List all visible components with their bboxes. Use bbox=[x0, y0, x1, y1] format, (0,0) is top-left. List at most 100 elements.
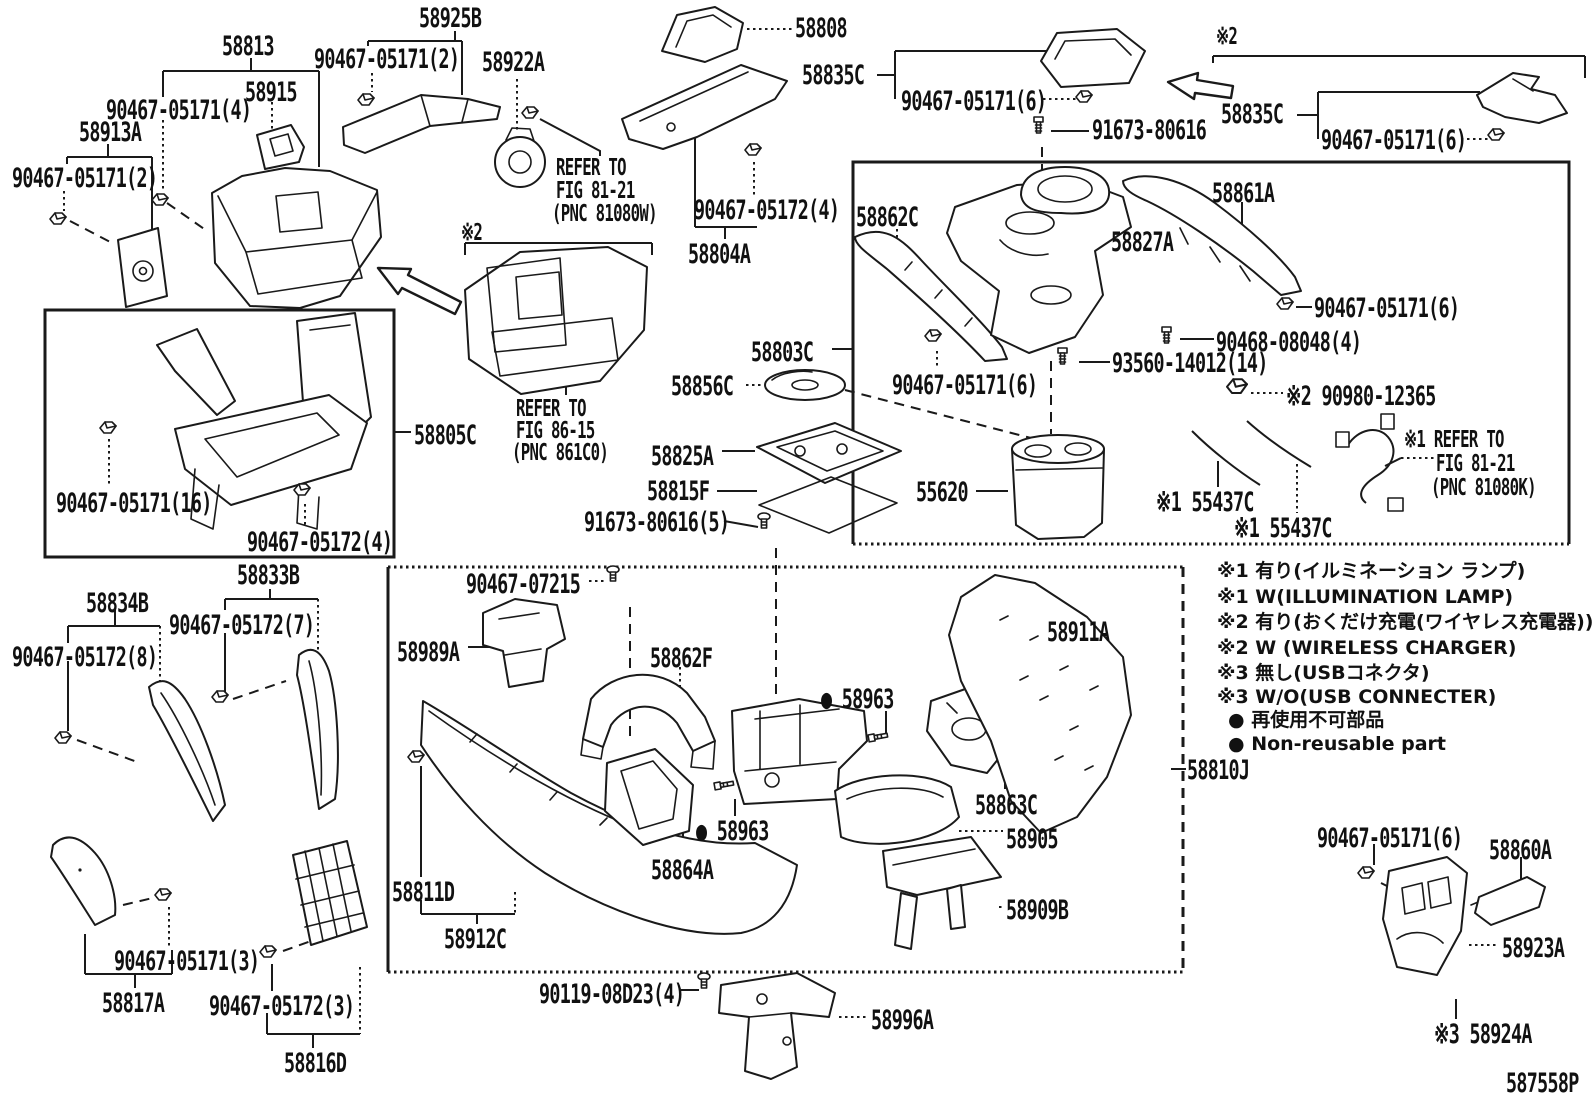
label-58905: 58905 bbox=[1006, 824, 1059, 855]
sketch-58925B bbox=[342, 94, 501, 154]
sketch-58923A bbox=[1382, 856, 1468, 976]
sketch-58808 bbox=[661, 6, 744, 63]
label-58861A: 58861A bbox=[1212, 178, 1275, 209]
label-90467-05172-4-a: 90467-05172(4) bbox=[694, 195, 840, 226]
label-93560-14012-14: 93560-14012(14) bbox=[1112, 348, 1268, 379]
label-58835C-b: 58835C bbox=[1221, 99, 1284, 130]
label-58915: 58915 bbox=[245, 77, 298, 108]
label-refer-81080k-1: ※1 REFER TO bbox=[1404, 427, 1504, 453]
label-refer-861c0-2: FIG 86-15 bbox=[516, 418, 595, 444]
label-55437C-b: ※1 55437C bbox=[1234, 513, 1332, 544]
sketch-58834B bbox=[148, 680, 226, 822]
label-58804A: 58804A bbox=[688, 239, 751, 270]
label-58924A: ※3 58924A bbox=[1434, 1019, 1532, 1050]
sketch-58864A bbox=[604, 748, 694, 846]
label-refer-861c0-3: (PNC 861C0) bbox=[512, 440, 609, 466]
label-58815F: 58815F bbox=[647, 476, 710, 507]
sketch-58862C bbox=[854, 230, 1008, 362]
sketch-58810-core bbox=[731, 698, 868, 805]
label-58835C-a: 58835C bbox=[802, 60, 865, 91]
label-58833B: 58833B bbox=[237, 560, 300, 591]
label-58862F: 58862F bbox=[650, 643, 713, 674]
sketch-58817A bbox=[50, 836, 117, 926]
label-refer-81080w-1: REFER TO bbox=[556, 155, 627, 181]
sketch-58862F bbox=[580, 673, 716, 770]
label-58996A: 58996A bbox=[871, 1005, 934, 1036]
label-58856C: 58856C bbox=[671, 371, 734, 402]
label-58816D: 58816D bbox=[284, 1048, 347, 1079]
label-58963-b: ● 58963 bbox=[696, 816, 769, 847]
label-90467-05172-8: 90467-05172(8) bbox=[12, 642, 158, 673]
label-kome2-console: ※2 bbox=[461, 220, 483, 246]
label-58825A: 58825A bbox=[651, 441, 714, 472]
sketch-58905 bbox=[834, 774, 960, 845]
label-58808: 58808 bbox=[795, 13, 848, 44]
label-90468-08048-4: 90468-08048(4) bbox=[1216, 327, 1362, 358]
direction-arrow-left bbox=[376, 266, 463, 316]
label-58834B: 58834B bbox=[86, 588, 149, 619]
legend-line-4: ※2 W (WIRELESS CHARGER) bbox=[1217, 637, 1517, 659]
label-refer-81080k-3: (PNC 81080K) bbox=[1431, 475, 1537, 501]
label-91673-80616-5: 91673-80616(5) bbox=[584, 507, 730, 538]
label-58922A: 58922A bbox=[482, 47, 545, 78]
label-90467-05172-7: 90467-05172(7) bbox=[169, 610, 315, 641]
group-box-58810J bbox=[386, 565, 1185, 974]
label-91673-80616: 91673-80616 bbox=[1092, 115, 1207, 146]
sketch-58835C-lid bbox=[1040, 28, 1146, 88]
sketch-58813 bbox=[211, 167, 382, 309]
direction-arrow-top-right bbox=[1166, 71, 1235, 101]
sketch-harness-81080K bbox=[1335, 413, 1404, 512]
sketch-58815F bbox=[758, 476, 898, 534]
label-58864A: 58864A bbox=[651, 855, 714, 886]
label-58989A: 58989A bbox=[397, 637, 460, 668]
sketch-58913A bbox=[117, 227, 168, 308]
label-90467-05171-6-b: 90467-05171(6) bbox=[1321, 125, 1467, 156]
label-58827A: 58827A bbox=[1111, 227, 1174, 258]
sketch-58861A bbox=[1122, 175, 1302, 296]
label-58863C: 58863C bbox=[975, 790, 1038, 821]
label-90467-05171-4: 90467-05171(4) bbox=[106, 95, 252, 126]
sketch-58911A bbox=[948, 574, 1132, 834]
sketch-58803C bbox=[946, 180, 1132, 354]
label-58963-a: ● 58963 bbox=[821, 684, 894, 715]
label-58860A: 58860A bbox=[1489, 835, 1552, 866]
label-58862C: 58862C bbox=[856, 202, 919, 233]
label-58811D: 58811D bbox=[392, 877, 455, 908]
label-refer-81080w-2: FIG 81-21 bbox=[556, 178, 635, 204]
sketch-console-variant bbox=[464, 246, 648, 395]
label-58913A: 58913A bbox=[79, 117, 142, 148]
label-58911A: 58911A bbox=[1047, 617, 1110, 648]
legend-line-1: ※1 有り(イルミネーション ランプ) bbox=[1217, 560, 1526, 582]
sketch-58805C-frame bbox=[156, 312, 372, 530]
label-90467-05171-6-e: 90467-05171(6) bbox=[1317, 823, 1463, 854]
label-90467-05171-2-b: 90467-05171(2) bbox=[314, 44, 460, 75]
sketch-55437C-wires bbox=[1191, 420, 1312, 486]
legend-line-5: ※3 無し(USBコネクタ) bbox=[1217, 662, 1430, 684]
sketch-58996A bbox=[718, 972, 836, 1080]
legend-line-8: ● Non-reusable part bbox=[1228, 733, 1446, 755]
label-refer-81080k-2: FIG 81-21 bbox=[1436, 451, 1515, 477]
label-90467-05171-16: 90467-05171(16) bbox=[56, 488, 212, 519]
sketch-58827A bbox=[1020, 166, 1111, 215]
sketch-58915 bbox=[256, 124, 305, 170]
group-box-58805C bbox=[43, 308, 396, 559]
sketch-58816D bbox=[292, 840, 368, 946]
label-55620: 55620 bbox=[916, 477, 969, 508]
sketch-58825A bbox=[756, 422, 902, 484]
legend-line-6: ※3 W/O(USB CONNECTER) bbox=[1217, 686, 1497, 708]
label-55437C-a: ※1 55437C bbox=[1156, 487, 1254, 518]
sketch-58922A bbox=[494, 127, 546, 188]
label-58813: 58813 bbox=[222, 31, 275, 62]
label-refer-861c0-1: REFER TO bbox=[516, 396, 587, 422]
legend-line-2: ※1 W(ILLUMINATION LAMP) bbox=[1217, 586, 1514, 608]
label-90467-05172-3: 90467-05172(3) bbox=[209, 991, 355, 1022]
label-58925B: 58925B bbox=[419, 3, 482, 34]
label-90467-07215: 90467-07215 bbox=[466, 569, 581, 600]
legend-line-3: ※2 有り(おくだけ充電(ワイヤレス充電器)) bbox=[1217, 611, 1592, 633]
label-58805C: 58805C bbox=[414, 420, 477, 451]
label-90119-08D23-4: 90119-08D23(4) bbox=[539, 979, 685, 1010]
label-90980-12365: ※2 90980-12365 bbox=[1286, 381, 1436, 412]
label-kome2-top: ※2 bbox=[1216, 24, 1238, 50]
